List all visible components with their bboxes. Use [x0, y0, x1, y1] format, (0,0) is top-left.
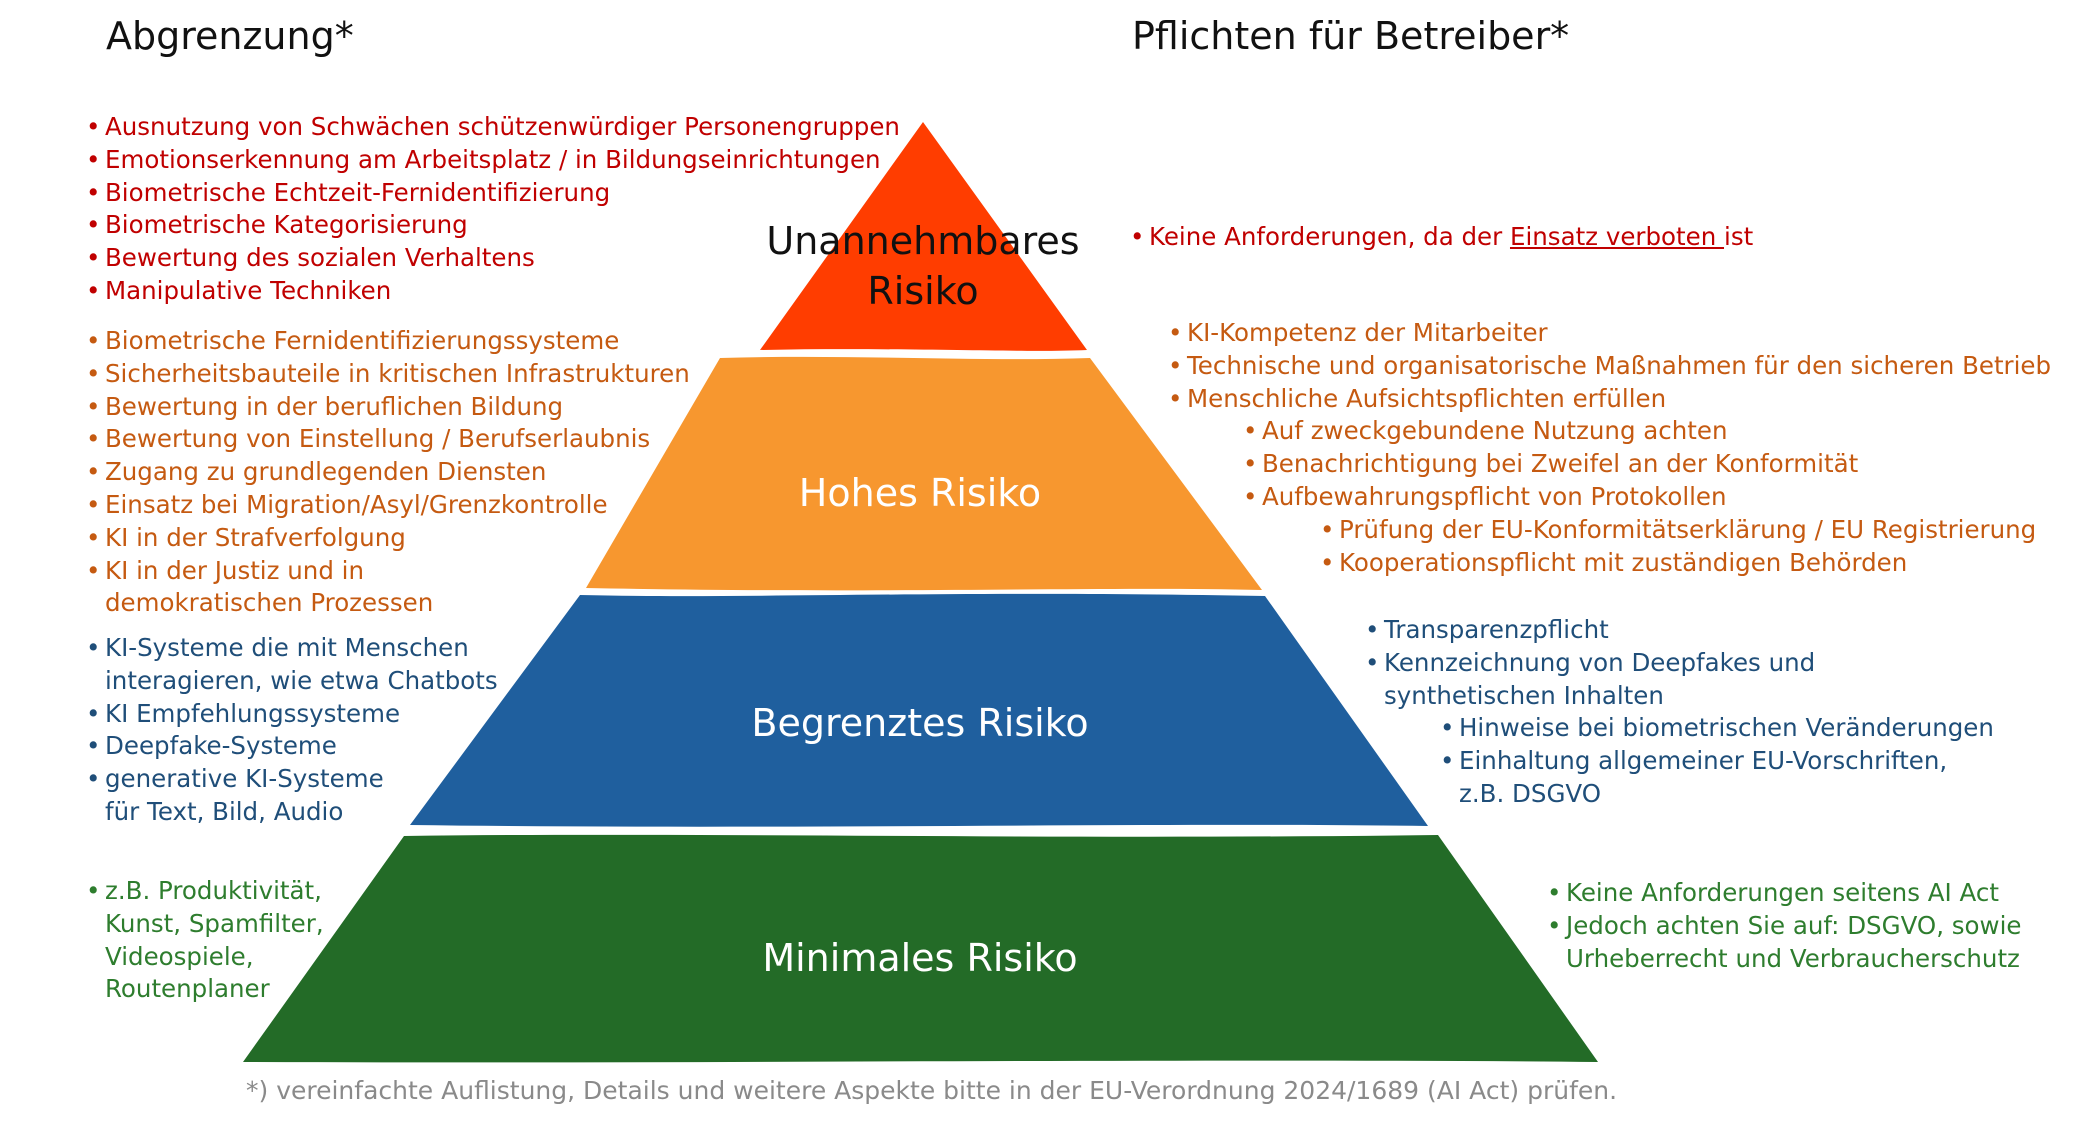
list-item: Auf zweckgebundene Nutzung achten: [1243, 415, 2051, 448]
list-item: Ausnutzung von Schwächen schützenwürdige…: [86, 111, 900, 144]
tier-limited: [410, 593, 1428, 827]
list-item: Kennzeichnung von Deepfakes und: [1365, 647, 1994, 680]
list-item: Kooperationspflicht mit zuständigen Behö…: [1320, 547, 2051, 580]
list-item: KI-Kompetenz der Mitarbeiter: [1168, 317, 2051, 350]
footnote: *) vereinfachte Auflistung, Details und …: [246, 1076, 1618, 1105]
list-item: z.B. DSGVO: [1459, 778, 1602, 808]
list-item: interagieren, wie etwa Chatbots: [105, 665, 498, 695]
right-list-limited: Transparenzpflicht Kennzeichnung von Dee…: [1365, 614, 1994, 811]
list-item: KI-Systeme die mit Menschen: [86, 632, 498, 665]
list-item: Emotionserkennung am Arbeitsplatz / in B…: [86, 144, 900, 177]
heading-pflichten: Pflichten für Betreiber*: [1132, 14, 1570, 58]
list-item: Biometrische Kategorisierung: [86, 209, 900, 242]
list-item: Einhaltung allgemeiner EU-Vorschriften,: [1440, 745, 1994, 778]
list-item: Kunst, Spamfilter,: [105, 908, 324, 938]
list-item: Bewertung in der beruflichen Bildung: [86, 391, 690, 424]
tier-minimal: [243, 834, 1598, 1063]
left-list-high: Biometrische Fernidentifizierungssysteme…: [86, 325, 690, 620]
list-item: Aufbewahrungspflicht von Protokollen: [1243, 481, 2051, 514]
list-item: Prüfung der EU-Konformitätserklärung / E…: [1320, 514, 2051, 547]
obligation-underlined: Einsatz verboten: [1509, 222, 1725, 251]
list-item: KI in der Strafverfolgung: [86, 522, 690, 555]
right-list-high: KI-Kompetenz der Mitarbeiter Technische …: [1168, 317, 2051, 579]
tier-label-minimal: Minimales Risiko: [762, 936, 1078, 980]
list-item: Deepfake-Systeme: [86, 730, 498, 763]
list-item: z.B. Produktivität,: [86, 875, 324, 908]
tier-label-high: Hohes Risiko: [798, 471, 1042, 515]
list-item: Transparenzpflicht: [1365, 614, 1994, 647]
left-list-minimal: z.B. Produktivität, Kunst, Spamfilter, V…: [86, 875, 324, 1006]
list-item: Manipulative Techniken: [86, 275, 900, 308]
obligation-prefix: Keine Anforderungen, da der: [1149, 222, 1510, 251]
left-list-unacceptable: Ausnutzung von Schwächen schützenwürdige…: [86, 111, 900, 308]
heading-abgrenzung: Abgrenzung*: [106, 14, 354, 58]
list-item: Bewertung von Einstellung / Berufserlaub…: [86, 423, 690, 456]
right-list-minimal: Keine Anforderungen seitens AI Act Jedoc…: [1547, 877, 2021, 975]
list-item: Keine Anforderungen seitens AI Act: [1547, 877, 2021, 910]
tier-label-limited: Begrenztes Risiko: [751, 701, 1089, 745]
list-item: demokratischen Prozessen: [105, 588, 434, 618]
list-item: generative KI-Systeme: [86, 763, 498, 796]
list-item: Menschliche Aufsichtspflichten erfüllen: [1168, 383, 2051, 416]
list-item: Jedoch achten Sie auf: DSGVO, sowie: [1547, 910, 2021, 943]
list-item: synthetischen Inhalten: [1384, 680, 1664, 710]
list-item: Urheberrecht und Verbraucherschutz: [1566, 943, 2020, 973]
list-item: Videospiele,: [105, 941, 254, 971]
list-item: Technische und organisatorische Maßnahme…: [1168, 350, 2051, 383]
list-item: Biometrische Echtzeit-Fernidentifizierun…: [86, 177, 900, 210]
list-item: Benachrichtigung bei Zweifel an der Konf…: [1243, 448, 2051, 481]
list-item: Sicherheitsbauteile in kritischen Infras…: [86, 358, 690, 391]
list-item: KI in der Justiz und in: [86, 555, 690, 588]
left-list-limited: KI-Systeme die mit Menschen interagieren…: [86, 632, 498, 829]
list-item: Einsatz bei Migration/Asyl/Grenzkontroll…: [86, 489, 690, 522]
list-item: Keine Anforderungen, da der Einsatz verb…: [1130, 221, 1753, 254]
tier-high: [586, 356, 1262, 591]
list-item: Biometrische Fernidentifizierungssysteme: [86, 325, 690, 358]
list-item: Routenplaner: [105, 974, 270, 1004]
list-item: Zugang zu grundlegenden Diensten: [86, 456, 690, 489]
list-item: KI Empfehlungssysteme: [86, 698, 498, 731]
list-item: Bewertung des sozialen Verhaltens: [86, 242, 900, 275]
list-item: Hinweise bei biometrischen Veränderungen: [1440, 712, 1994, 745]
obligation-suffix: ist: [1724, 222, 1754, 251]
right-list-unacceptable: Keine Anforderungen, da der Einsatz verb…: [1130, 221, 1753, 254]
list-item: für Text, Bild, Audio: [105, 796, 344, 826]
